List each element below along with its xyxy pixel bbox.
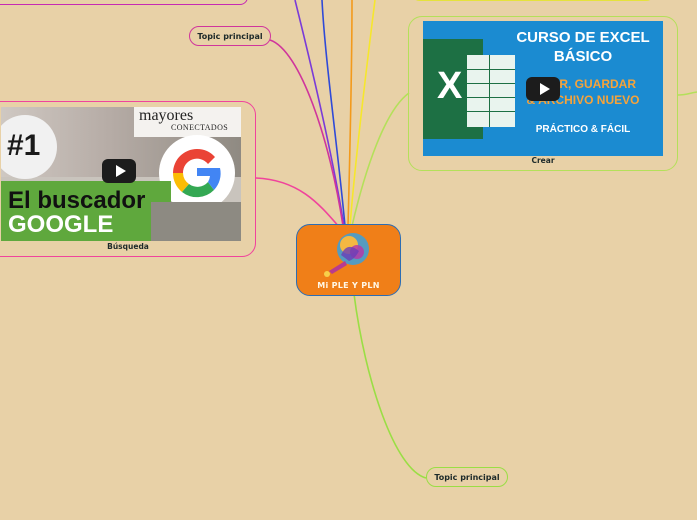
google-video-thumbnail[interactable]: mayores CONECTADOS #1 El buscador GOOGLE <box>1 107 241 241</box>
crear-caption: Crear <box>531 156 555 165</box>
brand-banner <box>134 107 241 137</box>
link-green-right <box>677 91 697 96</box>
excel-title-line1: CURSO DE EXCEL <box>516 29 650 46</box>
link-blue <box>321 0 346 227</box>
link-orange <box>347 0 353 227</box>
link-green-crear <box>351 92 410 227</box>
episode-badge: #1 <box>1 115 57 179</box>
link-magenta-topic <box>269 39 344 227</box>
play-button-icon[interactable] <box>102 159 136 183</box>
thumb-title-line1: El buscador <box>8 187 146 214</box>
link-purple <box>294 0 345 227</box>
excel-title-line2: BÁSICO <box>553 48 613 65</box>
excel-footer: PRÁCTICO & FÁCIL <box>535 124 631 135</box>
topic-bottom-label: Topic principal <box>434 472 500 482</box>
thumb-green-band <box>1 181 171 241</box>
brand-text-conectados: CONECTADOS <box>171 123 229 132</box>
topic-top-label: Topic principal <box>197 31 263 41</box>
busqueda-caption: Búsqueda <box>107 242 149 251</box>
central-topic-label: Mi PLE Y PLN <box>317 281 380 290</box>
topic-node-partial-left[interactable] <box>0 0 248 5</box>
thumb-gray-band <box>151 202 241 241</box>
excel-sheet-icon <box>463 55 515 127</box>
topic-node-partial-right[interactable] <box>412 0 654 1</box>
link-pink-busqueda <box>255 177 341 229</box>
link-yellow <box>349 0 376 227</box>
thumb-title-line2: GOOGLE <box>8 211 114 238</box>
google-logo-icon <box>159 135 235 211</box>
topic-node-bottom[interactable]: Topic principal <box>426 467 508 487</box>
link-green-bottom <box>353 293 427 479</box>
excel-logo-letter: X <box>437 65 463 107</box>
play-button-icon[interactable] <box>526 77 560 101</box>
brand-text-mayores: mayores <box>139 107 194 124</box>
central-topic[interactable]: Mi PLE Y PLN <box>296 224 401 296</box>
crear-card[interactable]: Crear <box>408 16 678 171</box>
busqueda-card[interactable]: Búsqueda <box>0 101 256 257</box>
central-topic-illustration-icon <box>324 233 369 277</box>
topic-node-top[interactable]: Topic principal <box>189 26 271 46</box>
excel-video-thumbnail[interactable]: X CURSO DE EXCEL BÁSICO ABRIR, GUARDAR &… <box>423 21 663 156</box>
